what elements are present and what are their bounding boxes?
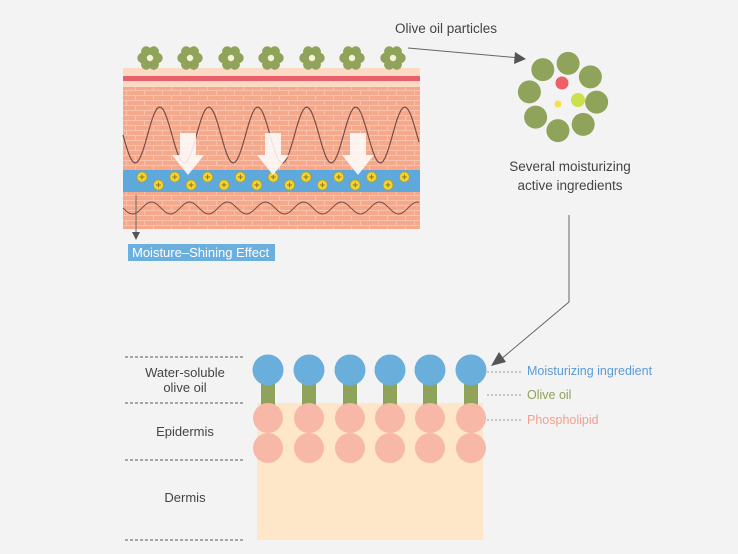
connector-arrow (491, 215, 570, 366)
epidermis-label: Epidermis (156, 424, 214, 439)
particle-arrow (407, 47, 526, 64)
phospholipid-upper (415, 403, 445, 433)
legend-phospholipid: Phospholipid (527, 413, 599, 427)
moisture-dot-plus (352, 182, 358, 188)
down-arrow (342, 133, 374, 175)
phospholipid-upper (335, 403, 365, 433)
olive-oil-particle (585, 90, 609, 114)
moisturizing-ingredient-head (293, 354, 325, 386)
moisture-dot-plus (155, 182, 161, 188)
moisture-dot-plus (221, 182, 227, 188)
phospholipid-molecules (252, 354, 487, 463)
legend-olive-oil: Olive oil (527, 388, 572, 402)
molecule (455, 354, 487, 463)
water-soluble-line2: olive oil (163, 380, 207, 395)
active-ingredient-green (571, 93, 585, 107)
olive-flower-icon (339, 46, 365, 70)
moisture-dot-plus (303, 174, 309, 180)
moisture-dot-plus (188, 182, 194, 188)
water-soluble-label: Water-soluble olive oil (130, 365, 240, 395)
molecule (252, 354, 284, 463)
phospholipid-upper (375, 403, 405, 433)
olive-flower-icon (177, 46, 203, 70)
ingredients-label-line2: active ingredients (517, 178, 623, 193)
down-arrow (257, 133, 289, 175)
legend-leader-lines (487, 371, 523, 421)
upper-skin-section (122, 46, 420, 240)
olive-oil-particle (524, 105, 548, 129)
moisturizing-ingredient-head (455, 354, 487, 386)
phospholipid-upper (456, 403, 486, 433)
effect-pointer-arrow (132, 232, 140, 240)
moisturizing-ingredient-head (252, 354, 284, 386)
moisture-dot-plus (270, 174, 276, 180)
moisturizing-ingredient-head (374, 354, 406, 386)
down-arrows (172, 133, 374, 175)
active-ingredient-red (555, 76, 569, 90)
olive-flower-icon (258, 46, 284, 70)
legend-moisturizing-ingredient: Moisturizing ingredient (527, 364, 653, 378)
olive-oil-particle (556, 51, 580, 75)
dermis-block (257, 403, 483, 540)
dermis-label: Dermis (164, 490, 206, 505)
ingredients-label: Several moisturizing active ingredients (495, 157, 645, 195)
down-arrow (172, 133, 204, 175)
olive-particle-cluster (517, 51, 609, 143)
moisture-dot-plus (401, 174, 407, 180)
moisturizing-ingredient-head (414, 354, 446, 386)
lower-layer-diagram (125, 354, 523, 541)
molecule (414, 354, 446, 463)
active-ingredient-yellow (554, 100, 562, 108)
phospholipid-lower (253, 433, 283, 463)
moisture-dot-plus (237, 174, 243, 180)
molecule (374, 354, 406, 463)
olive-flower-icon (137, 46, 163, 70)
moisture-dot-plus (139, 174, 145, 180)
wave-line-bottom (122, 201, 420, 215)
olive-flowers (137, 46, 406, 70)
moisture-dots (136, 171, 410, 191)
olive-oil-particle (531, 58, 555, 82)
olive-oil-particle (517, 80, 541, 104)
moisture-dot-plus (287, 182, 293, 188)
phospholipid-lower (415, 433, 445, 463)
skin-surface-layer-2 (123, 81, 420, 87)
moisture-dot-plus (336, 174, 342, 180)
phospholipid-lower (456, 433, 486, 463)
phospholipid-upper (253, 403, 283, 433)
phospholipid-lower (294, 433, 324, 463)
olive-oil-particle (571, 112, 595, 136)
moisture-shining-effect-label: Moisture–Shining Effect (128, 244, 276, 261)
molecule (293, 354, 325, 463)
moisturizing-ingredient-head (334, 354, 366, 386)
olive-oil-particle (546, 119, 570, 143)
moisture-dot-plus (369, 174, 375, 180)
phospholipid-lower (375, 433, 405, 463)
molecule (334, 354, 366, 463)
moisture-dot-plus (205, 174, 211, 180)
phospholipid-lower (335, 433, 365, 463)
olive-flower-icon (299, 46, 325, 70)
moisture-dot-plus (385, 182, 391, 188)
water-soluble-line1: Water-soluble (145, 365, 225, 380)
skin-surface-layer (123, 68, 420, 76)
olive-flower-icon (380, 46, 406, 70)
ingredients-label-line1: Several moisturizing (509, 159, 631, 174)
moisture-dot-plus (254, 182, 260, 188)
phospholipid-upper (294, 403, 324, 433)
moisture-dot-plus (172, 174, 178, 180)
olive-flower-icon (218, 46, 244, 70)
red-stripe (123, 76, 420, 81)
moisture-dot-plus (319, 182, 325, 188)
olive-particles-title: Olive oil particles (395, 21, 498, 36)
olive-oil-particle (578, 65, 602, 89)
